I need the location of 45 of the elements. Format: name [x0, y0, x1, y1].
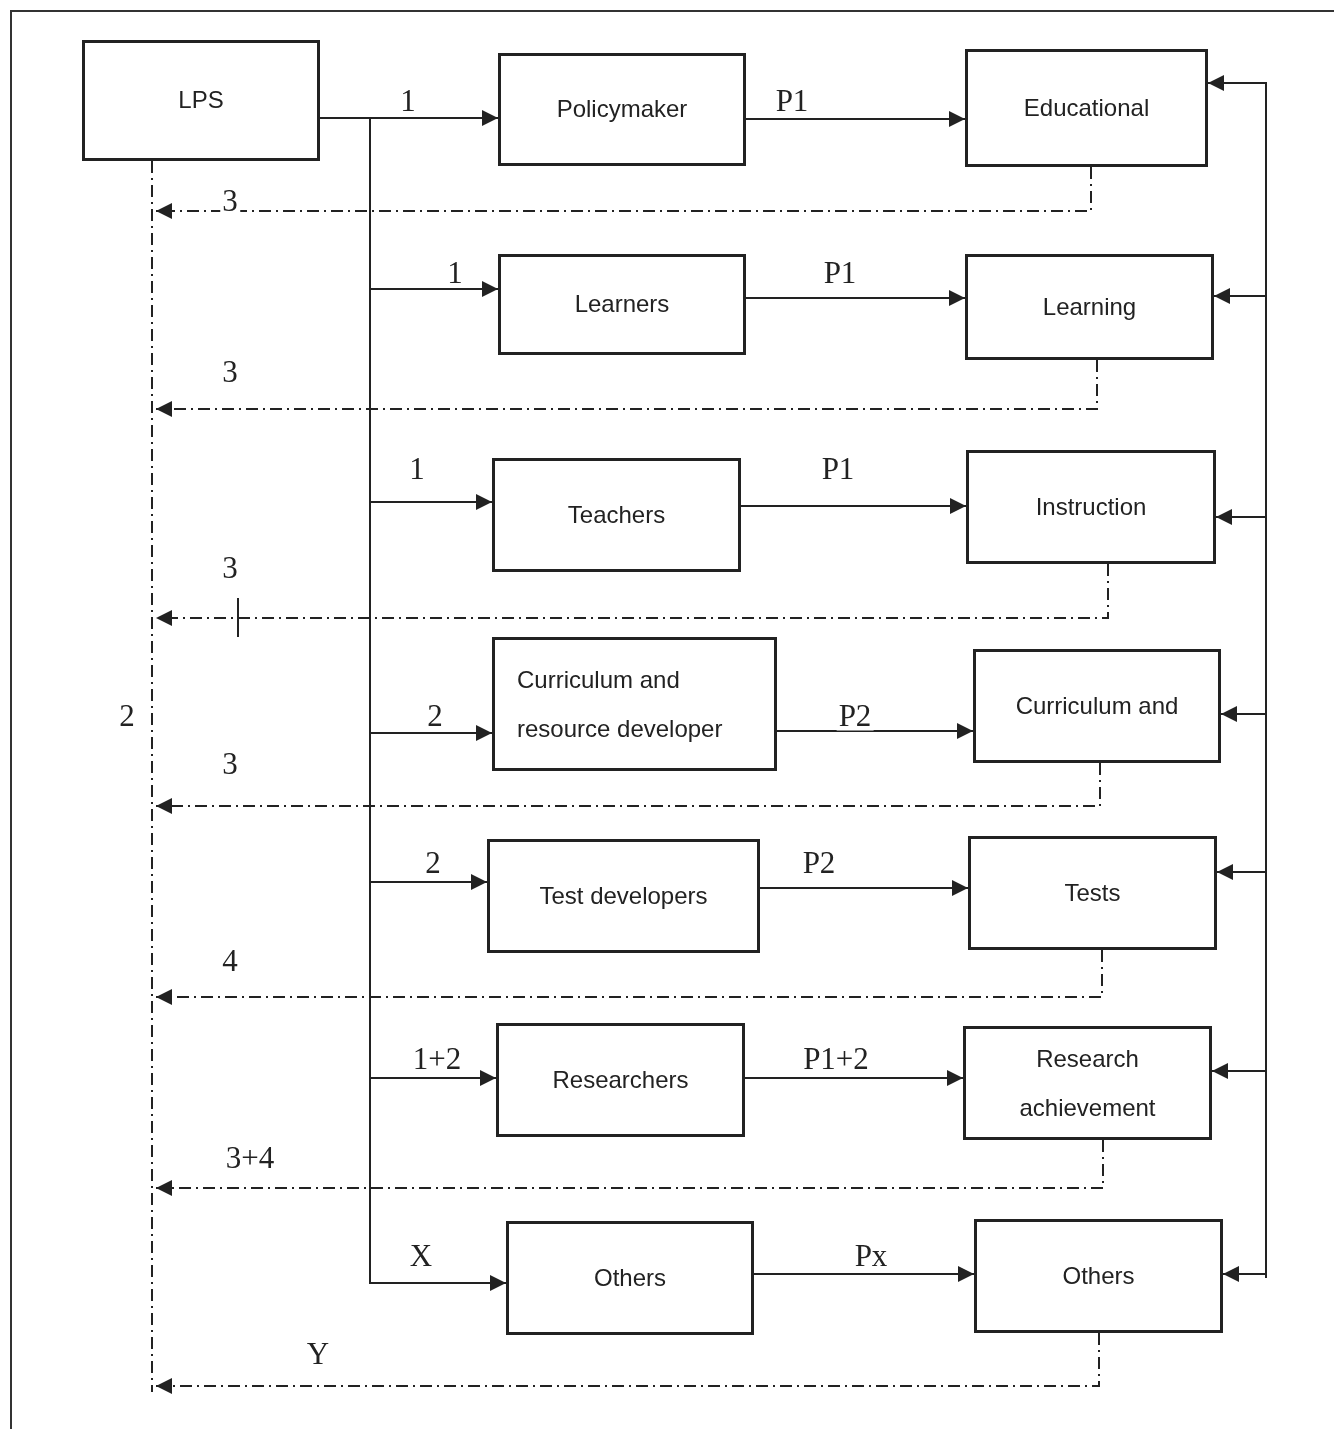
- dash-dot-arrow: [155, 1139, 1104, 1196]
- dash-dot-arrow: [155, 563, 1109, 626]
- process-box: [498, 254, 746, 355]
- dash-dot-arrow: [155, 166, 1092, 219]
- process-box: [965, 49, 1208, 167]
- process-box: [965, 254, 1214, 360]
- arrow: [759, 880, 969, 896]
- box-label: Researchers: [552, 1065, 689, 1095]
- process-box: [974, 1219, 1223, 1333]
- process-box: [506, 1221, 754, 1335]
- arrow: [745, 290, 966, 306]
- arrow: [740, 498, 967, 514]
- arrow: [776, 723, 974, 739]
- arrow: [1222, 1266, 1267, 1282]
- box-label: Curriculum and resource developer: [517, 664, 724, 744]
- dash-dot-arrow: [155, 949, 1103, 1005]
- box-label: Learning: [1042, 292, 1137, 322]
- box-label: Learners: [574, 290, 670, 319]
- box-label: Educational: [1023, 93, 1150, 123]
- box-label: Instruction: [1035, 492, 1147, 522]
- process-box: [966, 450, 1216, 564]
- dash-dot-arrow: [155, 359, 1098, 417]
- process-box: [496, 1023, 745, 1137]
- box-label: Teachers: [567, 500, 666, 530]
- process-box: [963, 1026, 1212, 1140]
- process-box: [487, 839, 760, 953]
- box-label: Others: [1062, 1261, 1135, 1291]
- dash-dot-arrow: [155, 1332, 1100, 1394]
- arrow: [745, 111, 966, 127]
- process-box: [82, 40, 320, 161]
- box-label: LPS: [178, 86, 224, 115]
- arrow: [753, 1266, 975, 1282]
- dash-dot-arrow: [155, 762, 1101, 814]
- box-label: Test developers: [539, 881, 708, 911]
- process-box: [498, 53, 746, 166]
- box-label: Curriculum and: [1015, 691, 1179, 721]
- box-label: Tests: [1064, 878, 1121, 908]
- arrow: [744, 1070, 964, 1086]
- process-box: [973, 649, 1221, 763]
- process-box: [968, 836, 1217, 950]
- box-label: Policymaker: [556, 95, 688, 124]
- box-label: Research achievement: [1018, 1043, 1157, 1123]
- box-label: Others: [594, 1263, 666, 1293]
- process-box: [492, 458, 741, 572]
- process-box: [492, 637, 777, 771]
